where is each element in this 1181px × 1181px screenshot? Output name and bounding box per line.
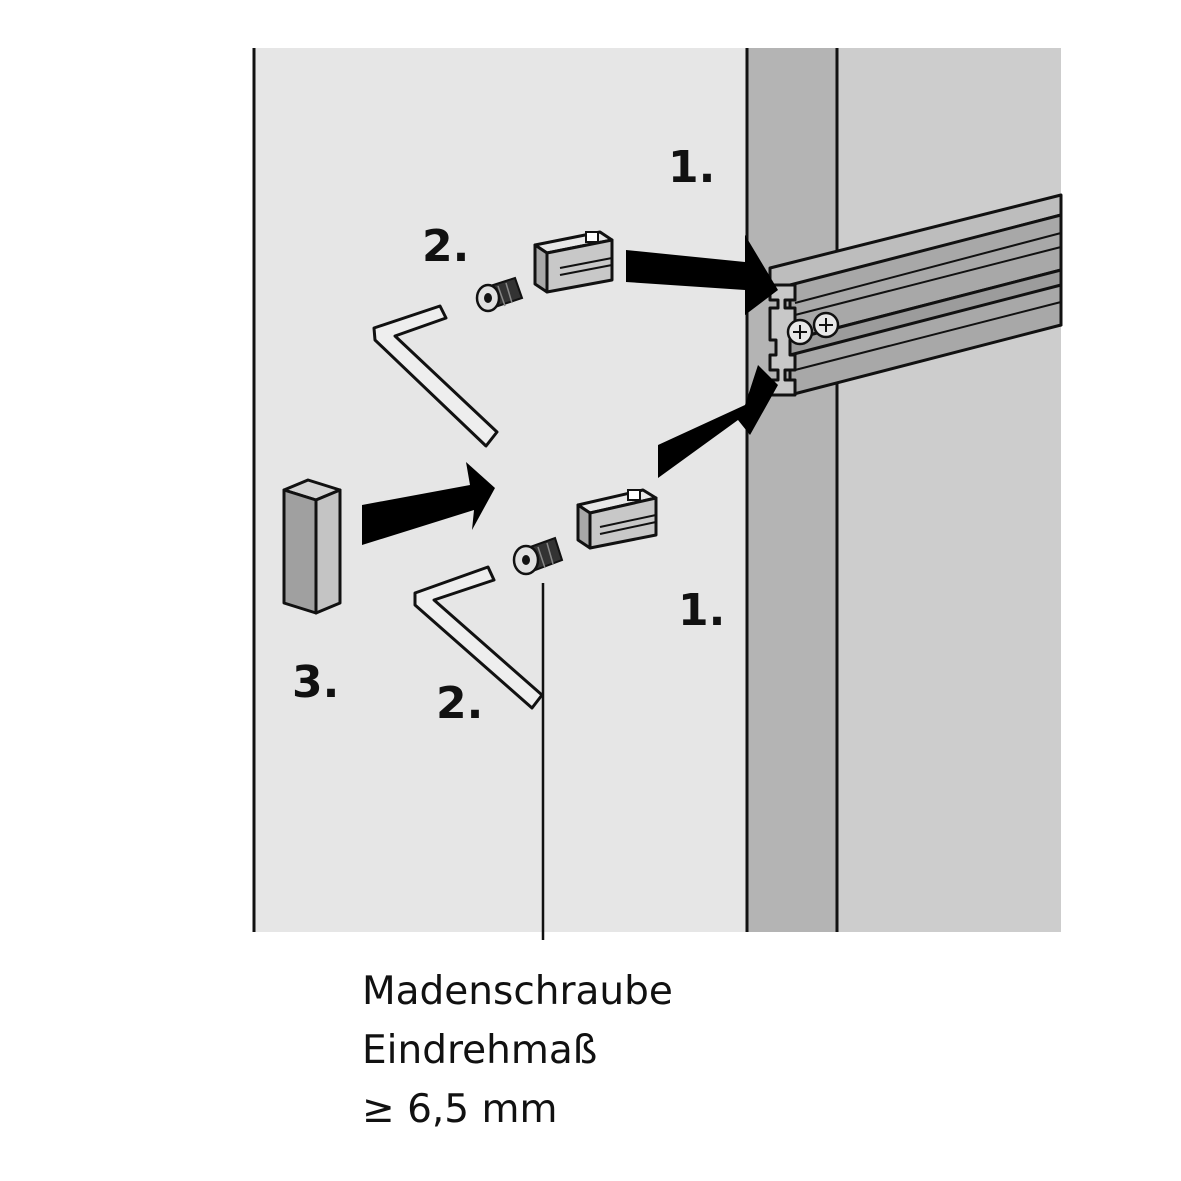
slot-nut-top — [533, 230, 614, 294]
rail-screw-1 — [786, 318, 814, 346]
grub-screw-top — [475, 276, 524, 313]
step-2-label-bottom: 2. — [436, 678, 483, 729]
step-3-label: 3. — [292, 657, 339, 708]
arrow-to-rail-bottom — [658, 365, 778, 478]
set-screw-caption: Madenschraube Eindrehmaß ≥ 6,5 mm — [362, 962, 673, 1139]
arrow-to-rail-top — [626, 235, 778, 315]
step-1-label-bottom: 1. — [678, 585, 725, 636]
caption-line-3: ≥ 6,5 mm — [362, 1087, 558, 1132]
rail-end-profile — [768, 283, 797, 397]
post-panel — [747, 48, 837, 932]
rail-groove-line-2 — [794, 246, 1062, 316]
grub-screw-bottom — [512, 536, 564, 576]
rail-screw-2 — [812, 311, 840, 339]
step-2-label-top: 2. — [422, 221, 469, 272]
caption-line-2: Eindrehmaß — [362, 1028, 598, 1073]
slot-nut-bottom — [576, 488, 658, 550]
hex-key-top — [372, 304, 499, 448]
rail-groove-line-1 — [794, 232, 1062, 304]
step-1-label-top: 1. — [668, 142, 715, 193]
end-cap-block — [282, 478, 342, 615]
right-panel — [837, 48, 1061, 932]
arrow-block-to-connector — [362, 462, 495, 545]
hex-key-bottom — [413, 565, 544, 710]
rail-groove-line-3 — [794, 301, 1062, 371]
caption-line-1: Madenschraube — [362, 969, 673, 1014]
